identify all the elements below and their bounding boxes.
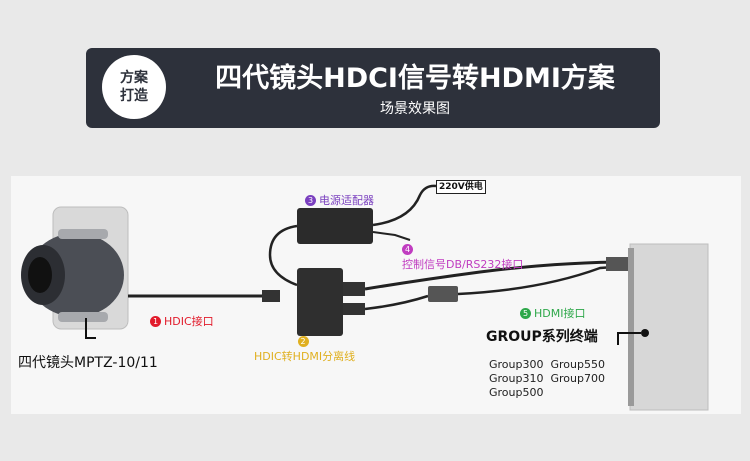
model-row-1: Group300 Group550 [489, 358, 605, 371]
solution-badge: 方案 打造 [102, 55, 166, 119]
hdmi-cable [364, 260, 629, 291]
group-terminal-label: GROUP系列终端 [486, 329, 598, 345]
splitter-text: HDIC转HDMI分离线 [254, 350, 356, 363]
db-rs232-connector [428, 286, 458, 302]
control-text: 控制信号DB/RS232接口 [402, 258, 524, 271]
serial-cable-a [364, 294, 429, 311]
splitter-label: 2 HDIC转HDMI分离线 [254, 335, 355, 364]
power-220v-label: 220V供电 [436, 180, 486, 194]
page-title: 四代镜头HDCI信号转HDMI方案 [215, 63, 615, 94]
adapter-tail [372, 231, 411, 241]
camera-label: 四代镜头MPTZ-10/11 [18, 355, 158, 371]
splitter-port-serial [343, 303, 365, 315]
group-terminal-device [629, 243, 709, 411]
adapter-dc-cable [268, 224, 298, 287]
serial-cable-b [457, 264, 629, 296]
terminal-callout-line [617, 332, 641, 345]
hdic-number: 1 [150, 316, 161, 327]
hdic-connector [262, 290, 280, 302]
page-subtitle: 场景效果图 [380, 101, 450, 117]
control-number: 4 [402, 244, 413, 255]
terminal-marker-dot [641, 329, 649, 337]
badge-line-1: 方案 [120, 70, 148, 86]
model-row-3: Group500 [489, 386, 544, 399]
hdic-text: HDIC接口 [164, 315, 214, 328]
hdmi-text: HDMI接口 [534, 307, 586, 320]
terminal-edge [628, 248, 634, 406]
adapter-text: 电源适配器 [319, 194, 374, 207]
control-label: 4 控制信号DB/RS232接口 [402, 243, 523, 272]
hdmi-number: 5 [520, 308, 531, 319]
splitter-port-hdmi [343, 282, 365, 296]
camera-lens-glass [28, 257, 52, 293]
model-list: Group300 Group550 Group310 Group700 Grou… [489, 358, 605, 400]
adapter-number: 3 [305, 195, 316, 206]
camera-arm-top [58, 229, 108, 239]
splitter-box [297, 268, 343, 336]
camera-arm-bottom [58, 312, 108, 322]
power-adapter [297, 208, 373, 244]
camera-callout-line [85, 318, 96, 339]
mains-cable [372, 184, 437, 227]
badge-line-2: 打造 [120, 88, 148, 104]
title-banner [86, 48, 660, 128]
model-row-2: Group310 Group700 [489, 372, 605, 385]
terminal-connector [606, 257, 632, 271]
splitter-number: 2 [297, 336, 309, 347]
